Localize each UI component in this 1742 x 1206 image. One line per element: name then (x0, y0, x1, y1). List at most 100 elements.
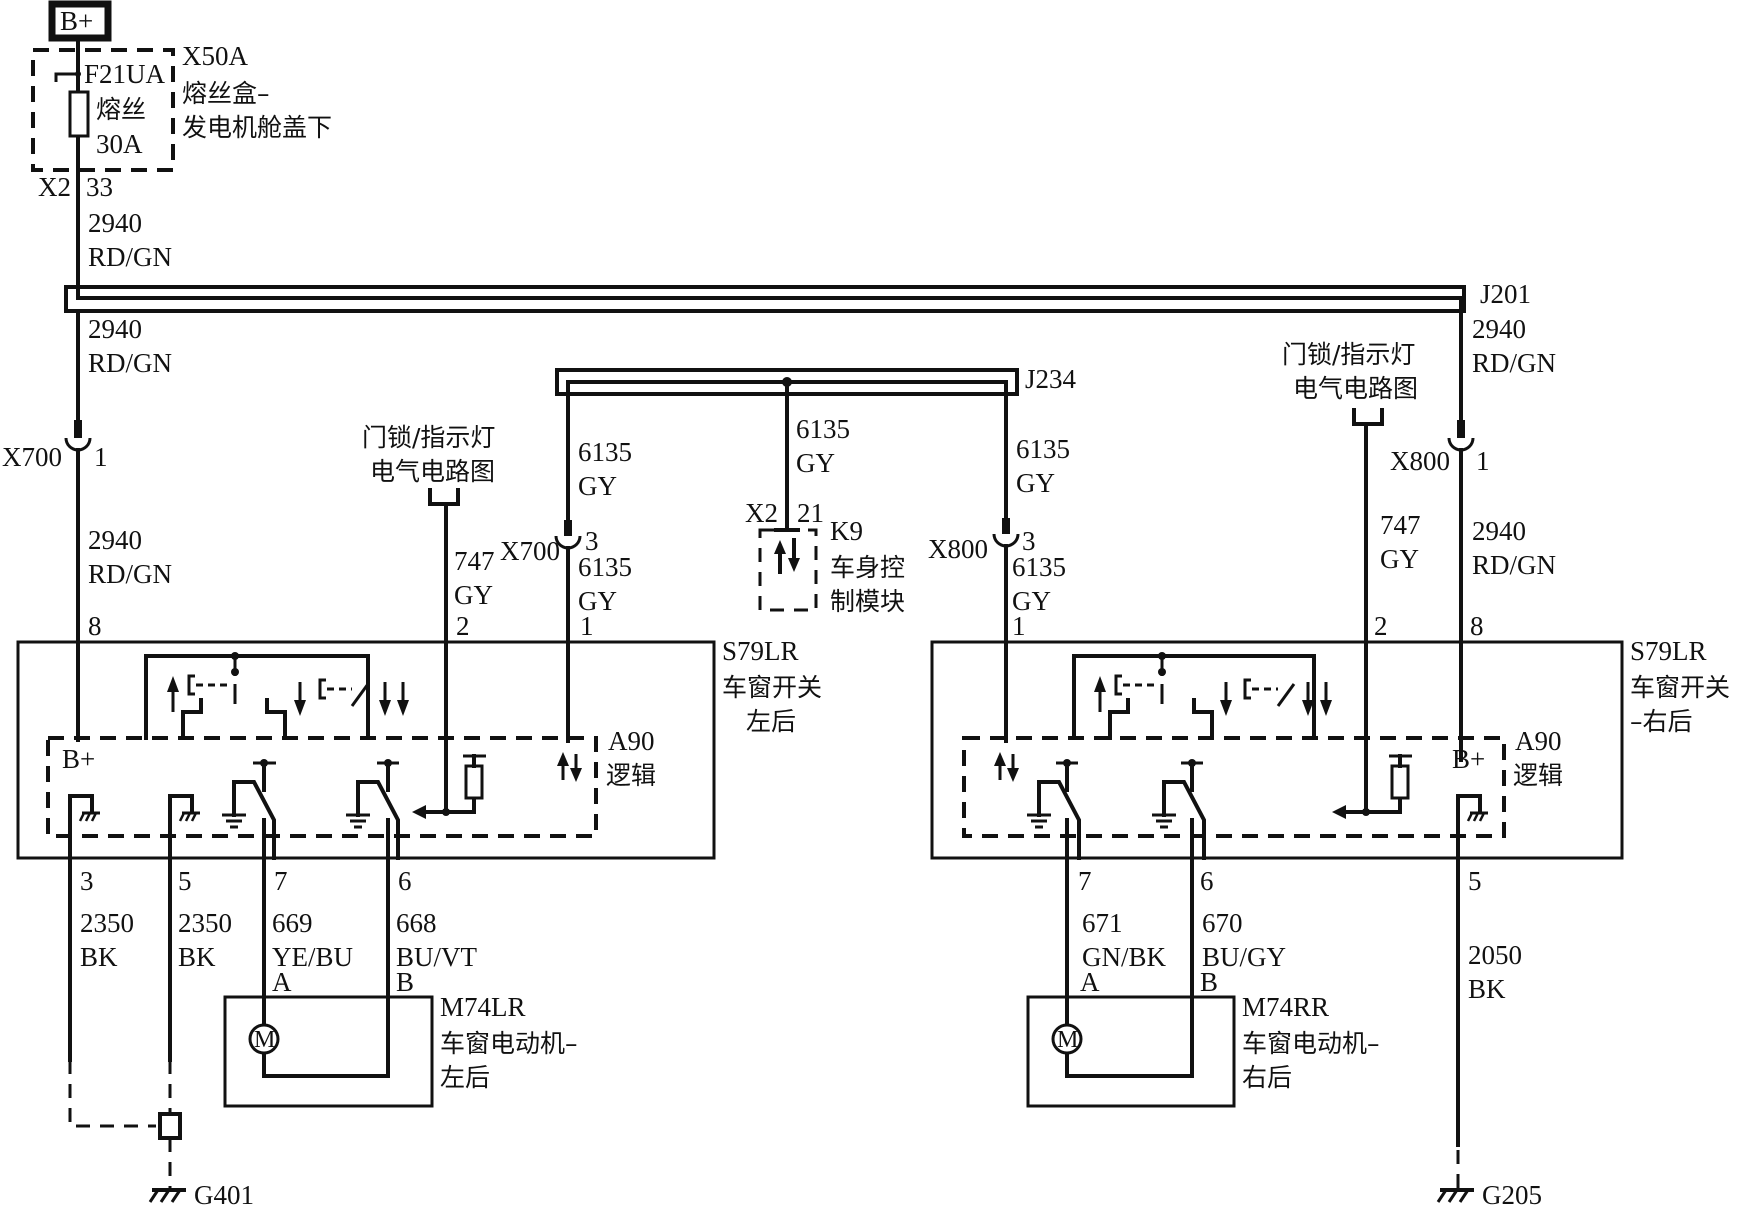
fuse-tap (54, 72, 78, 82)
wire-color: RD/GN (88, 242, 172, 272)
wire-circuit: 2940 (88, 314, 142, 344)
motor-icon (248, 1023, 280, 1055)
resistor-icon (1390, 764, 1410, 800)
wire-color: BU/VT (396, 942, 478, 972)
chassis-ground-icon (148, 1188, 186, 1203)
resistor-icon (464, 764, 484, 800)
motor-symbol: M (254, 1027, 275, 1053)
wire-color: BK (178, 942, 216, 972)
signal-ground-icon (1027, 813, 1051, 829)
pin-label: 5 (1468, 866, 1482, 896)
wire-circuit: 2940 (1472, 516, 1526, 546)
k9-name-2: 制模块 (830, 587, 905, 616)
bidirectional-arrow-icon (774, 538, 800, 574)
wire-circuit: 6135 (578, 552, 632, 582)
motor-id: M74RR (1242, 992, 1329, 1022)
k9-name-1: 车身控 (830, 553, 905, 582)
motor-pin-a: A (272, 967, 292, 997)
fuse-word: 熔丝 (96, 95, 146, 124)
motor-pin-b: B (396, 967, 414, 997)
wire-circuit: 2050 (1468, 940, 1522, 970)
chassis-ground-icon (1436, 1188, 1474, 1203)
up-arrow-icon (1094, 676, 1106, 712)
right-logic-outline (962, 736, 1506, 838)
connector-pin: 1 (94, 442, 108, 472)
motor-symbol: M (1057, 1027, 1078, 1053)
right-bottom-wires: 671 GN/BK 670 BU/GY 2050 BK (1082, 908, 1522, 1004)
fuse-out-connector: X2 (38, 172, 71, 202)
fuse-id: F21UA (84, 59, 166, 89)
motor-name-1: 车窗电动机– (1242, 1029, 1380, 1058)
down-arrow-icon (294, 682, 306, 716)
pin-label: 8 (88, 611, 102, 641)
pin-label: 1 (1012, 611, 1026, 641)
connector-pin: 1 (1476, 446, 1490, 476)
fuse-box-connector: X50A (182, 41, 248, 71)
ground-label: G401 (194, 1180, 254, 1206)
wire-circuit: 671 (1082, 908, 1123, 938)
right-door-lock-reference: 门锁/指示灯 电气电路图 747 GY 2 (1282, 340, 1421, 814)
motor-name-2: 左后 (440, 1063, 490, 1092)
pin-label: 2 (1374, 611, 1388, 641)
wire-color: RD/GN (88, 348, 172, 378)
k9-body-control-module: K9 车身控 制模块 (758, 516, 905, 616)
switch-id: S79LR (1630, 636, 1707, 666)
wire-circuit: 669 (272, 908, 313, 938)
right-switch-outline (930, 640, 1624, 860)
switch-name-2: 左后 (746, 707, 796, 736)
signal-ground-icon (222, 813, 246, 829)
wire-circuit: 2940 (88, 208, 142, 238)
left-door-lock-reference: 门锁/指示灯 电气电路图 747 GY 2 (362, 423, 495, 814)
pin-label: 8 (1470, 611, 1484, 641)
wire-circuit: 747 (1380, 510, 1421, 540)
pin-label: 6 (398, 866, 412, 896)
wire-circuit: 6135 (1012, 552, 1066, 582)
wire-circuit: 6135 (796, 414, 850, 444)
motor-pin-a: A (1080, 967, 1100, 997)
bidirectional-arrow-icon (557, 752, 582, 782)
wire-circuit: 6135 (1016, 434, 1070, 464)
wire-color: BK (80, 942, 118, 972)
splice-j234: J234 (555, 364, 1077, 396)
left-power-wire: 2940 RD/GN X700 1 2940 RD/GN 8 (2, 309, 172, 742)
switch-name-1: 车窗开关 (1630, 673, 1730, 702)
connector-pin: 3 (585, 526, 599, 556)
switch-id: S79LR (722, 636, 799, 666)
logic-name: 逻辑 (1513, 761, 1563, 790)
fuse-box: F21UA 熔丝 30A X50A 熔丝盒– 发电机舱盖下 X2 33 2940… (31, 36, 332, 292)
motor-pin-b: B (1200, 967, 1218, 997)
left-bottom-wires: 2350 BK 2350 BK 669 YE/BU 668 BU/VT (80, 908, 478, 972)
wire-circuit: 2350 (80, 908, 134, 938)
motor-name-1: 车窗电动机– (440, 1029, 578, 1058)
left-logic-outline (46, 736, 598, 838)
wire-color: GY (1380, 544, 1419, 574)
motor-icon (1051, 1023, 1083, 1055)
reference-line-1: 门锁/指示灯 (362, 423, 495, 452)
ground-g401: G401 (68, 1060, 254, 1206)
fuse-out-pin: 33 (86, 172, 113, 202)
j234-left-branch: 6135 GY X700 3 6135 GY 1 (500, 380, 632, 743)
logic-id: A90 (608, 726, 655, 756)
connector-name: X800 (1390, 446, 1450, 476)
wire-color: GY (578, 586, 617, 616)
wire-circuit: 2940 (88, 525, 142, 555)
switch-name-1: 车窗开关 (722, 673, 822, 702)
j234-right-branch: 6135 GY X800 3 6135 GY 1 (928, 380, 1070, 743)
power-label: B+ (60, 6, 93, 36)
wire-color: GY (1012, 586, 1051, 616)
down-arrow-icon (1220, 682, 1232, 716)
pin-label: 1 (580, 611, 594, 641)
left-arrow-icon (412, 805, 426, 819)
splice-j234-label: J234 (1025, 364, 1077, 394)
fuse-rating: 30A (96, 129, 143, 159)
power-source: B+ (48, 0, 112, 42)
connector-name: X700 (2, 442, 62, 472)
wire-color: YE/BU (272, 942, 353, 972)
chassis-ground-icon (178, 811, 200, 822)
wire-color: BU/GY (1202, 942, 1286, 972)
bplus-label: B+ (62, 744, 95, 774)
left-motor-outline (223, 995, 434, 1108)
k9-outline (758, 528, 818, 612)
right-motor-outline (1026, 995, 1236, 1108)
ground-connector-icon (158, 1112, 182, 1140)
